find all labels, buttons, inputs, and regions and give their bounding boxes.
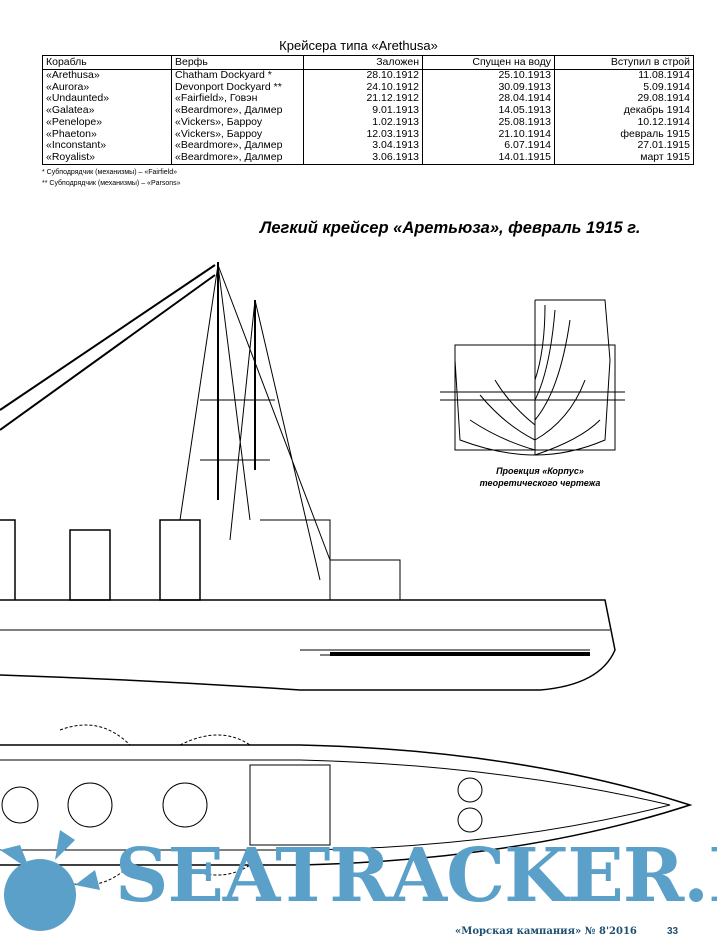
drawing-title: Легкий крейсер «Аретьюза», февраль 1915 … [260, 219, 641, 237]
table-title: Крейсера типа «Arethusa» [279, 38, 438, 53]
table-header: Корабль Верфь Заложен Спущен на воду Вст… [42, 55, 694, 70]
ships-table: Корабль Верфь Заложен Спущен на воду Вст… [42, 55, 694, 165]
footnote-2: ** Субподрядчик (механизмы) – «Parsons» [42, 179, 181, 187]
table-cell: 10.12.1914 [554, 116, 694, 129]
hull-caption-2: теоретического чертежа [479, 478, 601, 488]
table-cell: декабрь 1914 [554, 104, 694, 117]
col-laid: Заложен [303, 55, 423, 70]
page-number: 33 [667, 926, 679, 937]
table-cell: февраль 1915 [554, 128, 694, 141]
table-cell: март 1915 [554, 151, 694, 165]
table-cell: 11.08.1914 [554, 69, 694, 82]
col-yard: Верфь [171, 55, 304, 70]
col-commissioned: Вступил в строй [554, 55, 694, 70]
col-ship: Корабль [42, 55, 172, 70]
col-launched: Спущен на воду [422, 55, 555, 70]
hull-caption-1: Проекция «Корпус» [496, 466, 584, 476]
footnote-1: * Субподрядчик (механизмы) – «Fairfield» [42, 168, 178, 176]
table-cell: 5.09.1914 [554, 81, 694, 94]
table-cell: 27.01.1915 [554, 140, 694, 152]
ship-plan-view [0, 724, 693, 886]
ship-profile [0, 262, 616, 691]
table-block: Корабль Верфь Заложен Спущен на воду Вст… [42, 55, 694, 189]
hull-body-plan [440, 299, 625, 456]
watermark: SEATRACKER.RU [115, 833, 717, 919]
footer-magazine: «Морская кампания» № 8'2016 [455, 926, 637, 937]
table-cell: 29.08.1914 [554, 93, 694, 106]
